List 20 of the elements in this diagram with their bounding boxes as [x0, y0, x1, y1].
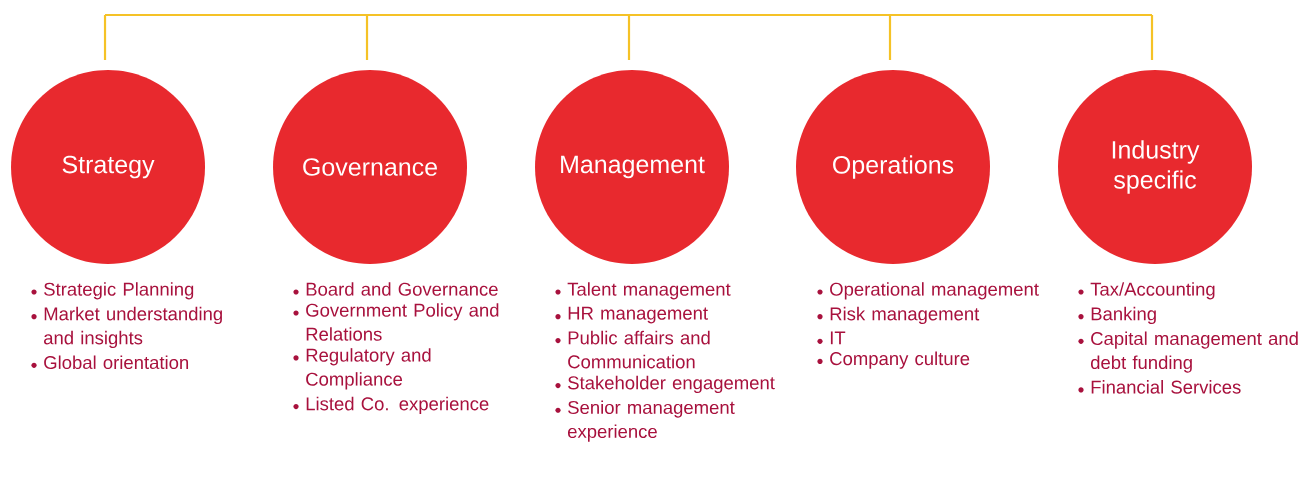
bullet-item: Strategic Planning — [31, 282, 194, 300]
bullet-item: Regulatory and Compliance — [293, 348, 431, 390]
bullet-item: Stakeholder engagement — [555, 375, 775, 394]
bullet-item: Senior management experience — [555, 400, 735, 442]
bullet-item: Public affairs and Communication — [555, 330, 710, 369]
bullet-item: Global orientation — [31, 355, 189, 370]
bullet-item: IT — [817, 331, 846, 345]
bullet-item: Government Policy and Relations — [293, 303, 499, 341]
bullet-item: Talent management — [555, 282, 731, 300]
bullet-item: Company culture — [817, 351, 970, 369]
bullet-item: Listed Co. experience — [293, 396, 489, 415]
bullet-item: Tax/Accounting — [1078, 282, 1215, 300]
bullet-item: Risk management — [817, 306, 980, 325]
bullet-item: Banking — [1078, 306, 1156, 325]
bullet-item: Operational management — [817, 282, 1039, 300]
bullet-item: Market understanding and insights — [31, 306, 222, 349]
bullet-item: Board and Governance — [293, 282, 498, 296]
bullet-item: HR management — [555, 306, 708, 324]
bullet-item: Capital management and debt funding — [1078, 331, 1298, 373]
bullet-item: Financial Services — [1078, 380, 1241, 394]
